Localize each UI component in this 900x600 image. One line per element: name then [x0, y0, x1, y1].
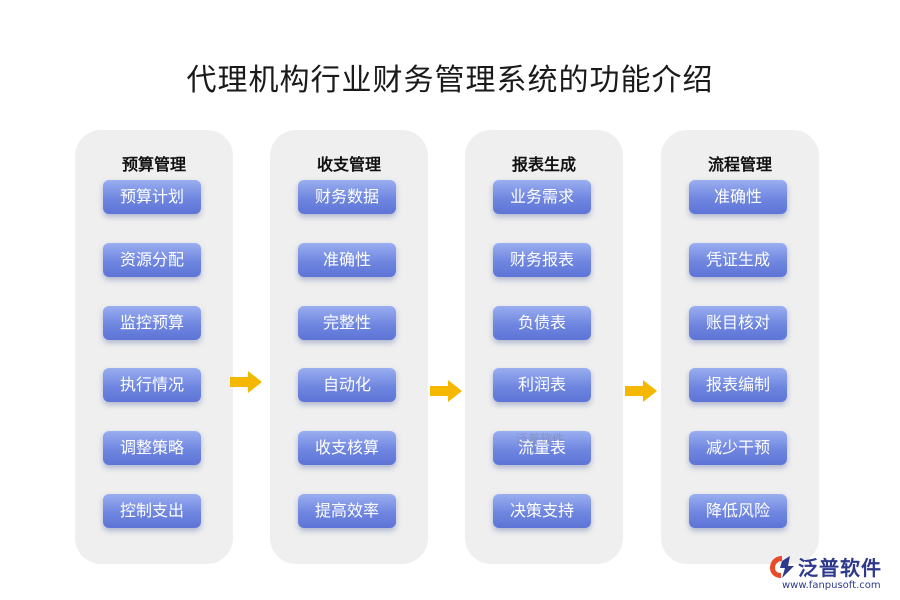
page-title: 代理机构行业财务管理系统的功能介绍 — [186, 63, 714, 98]
item-box: 资源分配 — [103, 243, 201, 277]
column-budget: 预算管理 预算计划 资源分配 监控预算 执行情况 调整策略 控制支出 — [75, 130, 233, 564]
column-process: 流程管理 准确性 凭证生成 账目核对 报表编制 减少干预 降低风险 — [661, 130, 819, 564]
fanpu-logo-icon — [770, 556, 794, 578]
item-box: 完整性 — [298, 306, 396, 340]
item-box: 报表编制 — [689, 368, 787, 402]
column-title: 预算管理 — [121, 155, 186, 174]
item-box: 负债表 — [493, 306, 591, 340]
item-box: 流量表 — [493, 431, 591, 465]
arrow-right-icon — [430, 380, 462, 402]
item-box: 监控预算 — [103, 306, 201, 340]
brand-url: www.fanpusoft.com — [782, 580, 881, 591]
item-box: 财务数据 — [298, 180, 396, 214]
brand-logo: 泛普软件 www.fanpusoft.com — [768, 552, 892, 594]
item-box: 财务报表 — [493, 243, 591, 277]
item-box: 降低风险 — [689, 494, 787, 528]
column-title: 收支管理 — [316, 155, 381, 174]
arrow-right-icon — [625, 380, 657, 402]
item-box: 决策支持 — [493, 494, 591, 528]
item-box: 预算计划 — [103, 180, 201, 214]
brand-name: 泛普软件 — [798, 556, 882, 580]
item-box: 准确性 — [689, 180, 787, 214]
item-box: 控制支出 — [103, 494, 201, 528]
column-title: 流程管理 — [707, 155, 772, 174]
item-box: 自动化 — [298, 368, 396, 402]
item-box: 业务需求 — [493, 180, 591, 214]
item-box: 准确性 — [298, 243, 396, 277]
column-title: 报表生成 — [511, 155, 576, 174]
item-box: 提高效率 — [298, 494, 396, 528]
item-box: 凭证生成 — [689, 243, 787, 277]
watermark: 泛普软件 — [516, 432, 565, 446]
item-box: 收支核算 — [298, 431, 396, 465]
item-box: 调整策略 — [103, 431, 201, 465]
column-report: 报表生成 业务需求 财务报表 负债表 利润表 流量表 决策支持 — [465, 130, 623, 564]
arrow-right-icon — [230, 371, 262, 393]
item-box: 账目核对 — [689, 306, 787, 340]
item-box: 执行情况 — [103, 368, 201, 402]
item-box: 减少干预 — [689, 431, 787, 465]
item-box: 利润表 — [493, 368, 591, 402]
column-income-expense: 收支管理 财务数据 准确性 完整性 自动化 收支核算 提高效率 — [270, 130, 428, 564]
